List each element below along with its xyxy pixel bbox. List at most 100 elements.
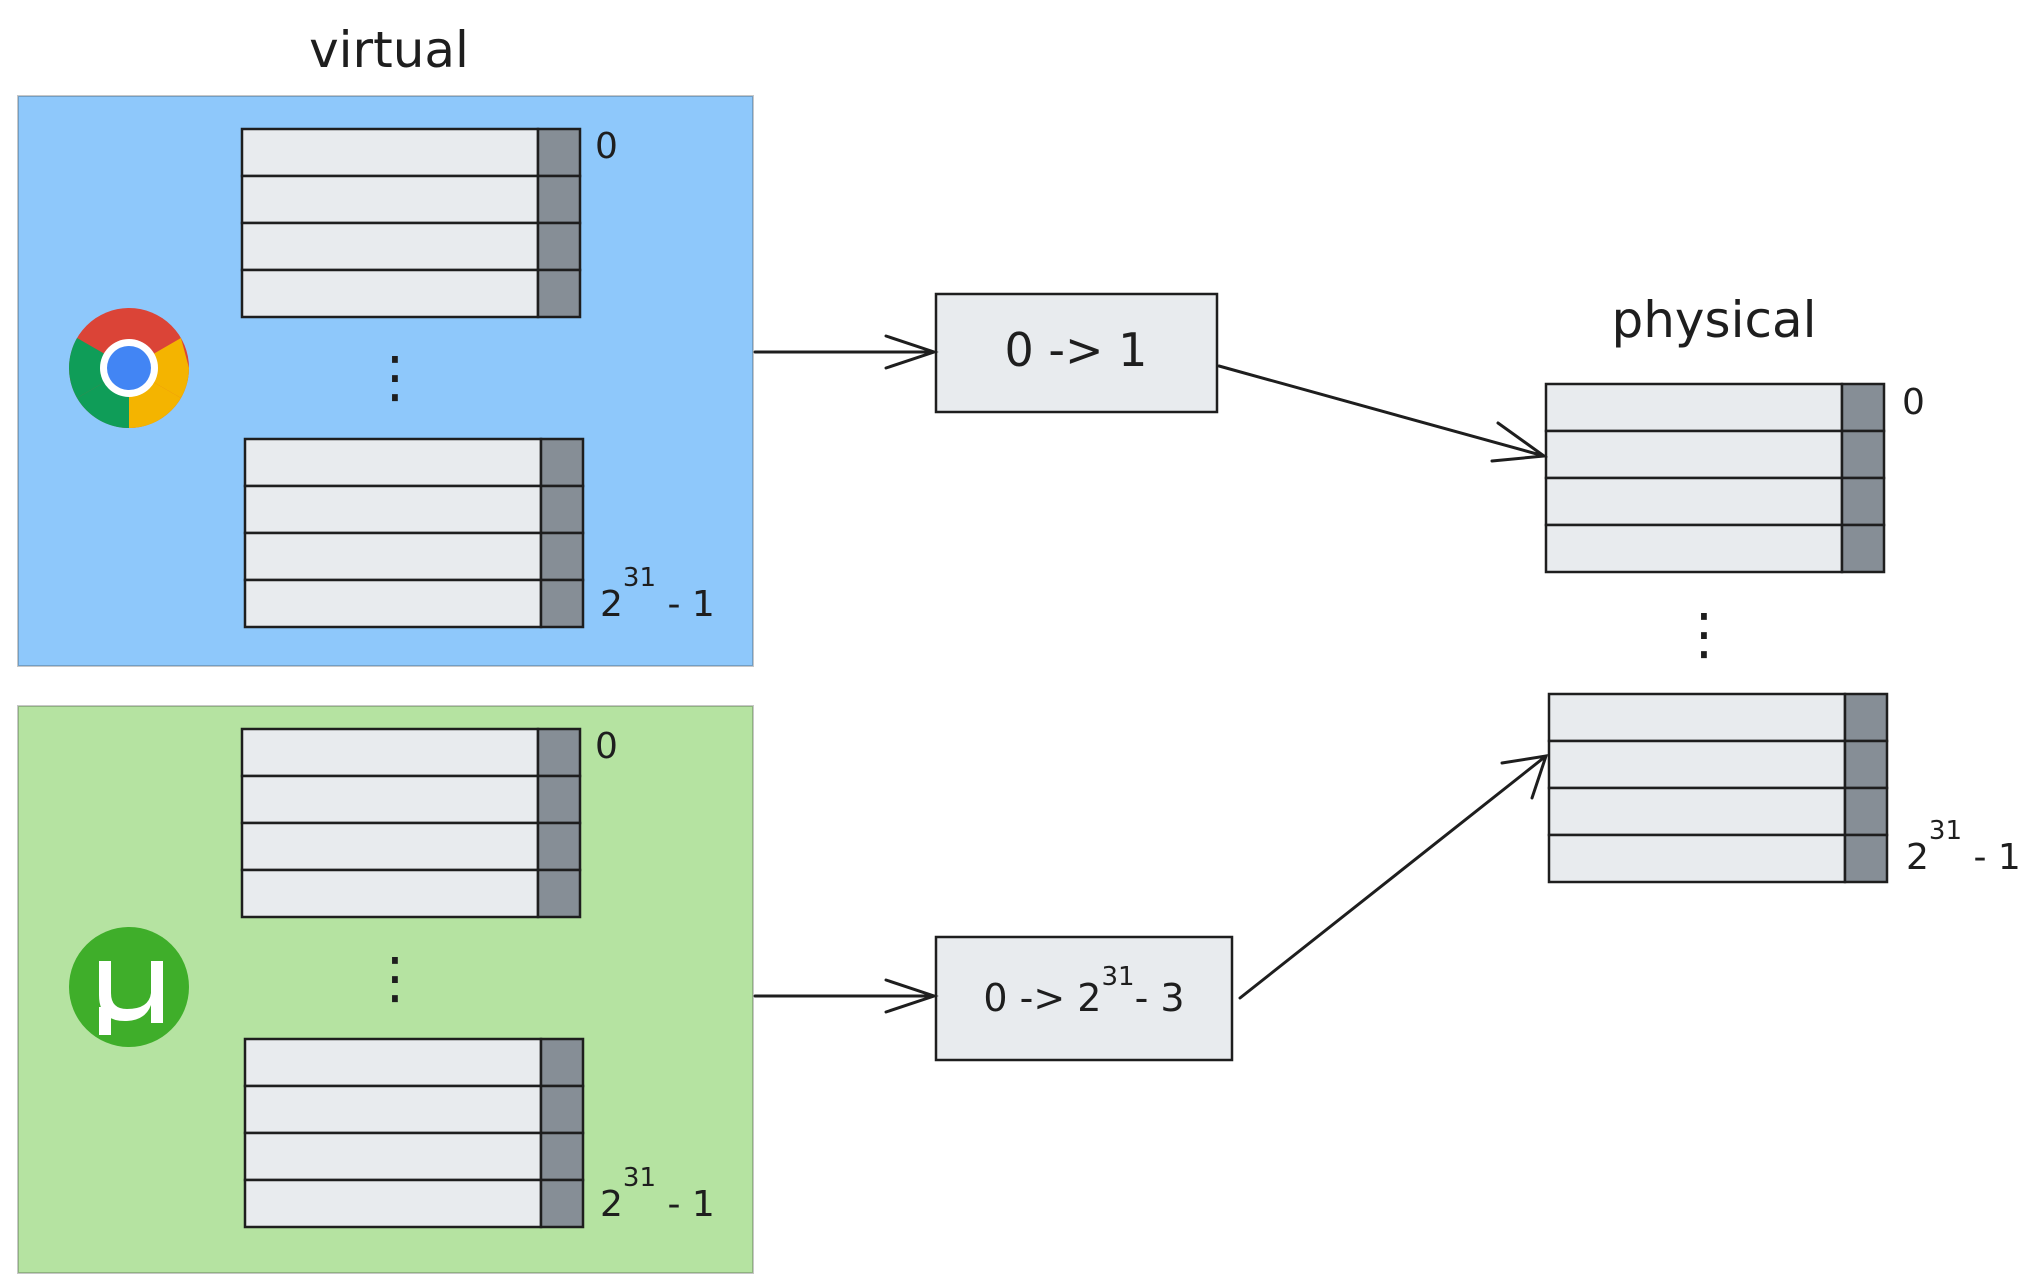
- mapping-box: [934, 292, 1219, 414]
- physical-last-address-exponent: 31: [1929, 816, 1962, 846]
- memory-page-row: [1547, 692, 1889, 743]
- memory-page-body: [243, 484, 543, 535]
- last-address-label: 231 - 1: [600, 1163, 715, 1225]
- memory-page-row: [243, 531, 585, 582]
- last-address-label: 231 - 1: [600, 563, 715, 625]
- memory-page-tab: [539, 1131, 585, 1182]
- chrome-icon-yellow-segment-2: [129, 338, 189, 398]
- memory-page-body: [240, 127, 540, 178]
- memory-page-tab: [539, 1084, 585, 1135]
- physical-last-address-tail: - 1: [1962, 837, 2021, 878]
- memory-page-row: [240, 127, 582, 178]
- memory-page-tab: [1840, 429, 1886, 480]
- utorrent-icon: [69, 927, 189, 1047]
- first-address-label: 0: [595, 726, 618, 767]
- process-utorrent-panel: ⋮ 0 231 - 1: [17, 705, 754, 1274]
- utorrent-icon-mu-glyph: [99, 961, 163, 1023]
- virtual-page-block-bottom: [243, 437, 585, 629]
- last-address-tail: - 1: [656, 1184, 715, 1225]
- memory-page-body: [1547, 786, 1847, 837]
- memory-page-row: [1544, 382, 1886, 433]
- physical-title: physical: [1612, 291, 1817, 349]
- memory-page-row: [1547, 833, 1889, 884]
- mapping-box: [934, 935, 1234, 1062]
- memory-page-tab: [1840, 523, 1886, 574]
- memory-page-tab: [536, 821, 582, 872]
- physical-last-address-label: 231 - 1: [1906, 816, 2021, 878]
- memory-page-tab: [536, 774, 582, 825]
- memory-page-row: [243, 1131, 585, 1182]
- memory-page-body: [240, 821, 540, 872]
- memory-page-row: [243, 1037, 585, 1088]
- mapping-text: 0 -> 231- 3: [983, 962, 1184, 1020]
- utorrent-icon-circle: [69, 927, 189, 1047]
- first-address-label: 0: [595, 126, 618, 167]
- memory-page-tab: [1840, 476, 1886, 527]
- chrome-icon-green-segment-2: [69, 338, 129, 398]
- memory-page-body: [243, 1131, 543, 1182]
- ellipsis: ⋮: [367, 345, 423, 410]
- memory-page-body: [240, 774, 540, 825]
- arrow-mapping-to-physical-last: [1238, 754, 1549, 1000]
- process-chrome-panel: ⋮ 0 231 - 1: [17, 95, 754, 667]
- memory-page-body: [240, 174, 540, 225]
- last-address-base: 2: [600, 584, 623, 625]
- memory-page-row: [240, 774, 582, 825]
- physical-last-address-base: 2: [1906, 837, 1929, 878]
- memory-page-tab: [536, 174, 582, 225]
- memory-page-tab: [1840, 382, 1886, 433]
- arrow-chrome-to-mapping: [753, 334, 939, 370]
- memory-page-row: [243, 1084, 585, 1135]
- last-address-exponent: 31: [623, 1163, 656, 1193]
- memory-page-row: [1547, 786, 1889, 837]
- memory-page-tab: [1843, 739, 1889, 790]
- memory-page-tab: [536, 127, 582, 178]
- ellipsis: ⋮: [1676, 602, 1732, 667]
- memory-page-body: [243, 437, 543, 488]
- chrome-icon: [69, 308, 189, 428]
- memory-page-body: [243, 578, 543, 629]
- memory-page-body: [1544, 429, 1844, 480]
- memory-page-tab: [536, 268, 582, 319]
- mapping-text-tail: - 3: [1135, 976, 1185, 1020]
- mapping-text: 0 -> 1: [1005, 323, 1148, 377]
- memory-page-tab: [539, 484, 585, 535]
- last-address-base: 2: [600, 1184, 623, 1225]
- memory-page-body: [243, 1178, 543, 1229]
- virtual-page-block-top: [240, 727, 582, 919]
- memory-page-body: [1544, 382, 1844, 433]
- memory-page-tab: [539, 1178, 585, 1229]
- memory-page-row: [240, 821, 582, 872]
- memory-page-row: [243, 1178, 585, 1229]
- memory-page-tab: [1843, 833, 1889, 884]
- memory-page-body: [1544, 476, 1844, 527]
- memory-page-body: [243, 1037, 543, 1088]
- mapping-entry: 0 -> 1: [934, 292, 1219, 414]
- memory-page-body: [243, 1084, 543, 1135]
- memory-page-body: [1547, 833, 1847, 884]
- ellipsis: ⋮: [367, 946, 423, 1011]
- memory-page-body: [243, 531, 543, 582]
- memory-page-body: [240, 868, 540, 919]
- memory-page-row: [240, 221, 582, 272]
- memory-page-body: [1547, 739, 1847, 790]
- last-address-exponent: 31: [623, 563, 656, 593]
- memory-page-body: [240, 727, 540, 778]
- memory-page-tab: [1843, 786, 1889, 837]
- memory-page-row: [1544, 523, 1886, 574]
- memory-page-tab: [539, 531, 585, 582]
- memory-page-row: [240, 174, 582, 225]
- memory-page-row: [240, 727, 582, 778]
- memory-page-tab: [539, 437, 585, 488]
- virtual-page-block-top: [240, 127, 582, 319]
- physical-memory: ⋮ 0 231 - 1: [1544, 382, 2021, 884]
- memory-page-tab: [536, 868, 582, 919]
- arrow-utorrent-to-mapping: [753, 978, 939, 1014]
- memory-page-tab: [536, 727, 582, 778]
- memory-page-tab: [539, 1037, 585, 1088]
- memory-page-row: [240, 268, 582, 319]
- memory-page-tab: [539, 578, 585, 629]
- memory-page-row: [243, 578, 585, 629]
